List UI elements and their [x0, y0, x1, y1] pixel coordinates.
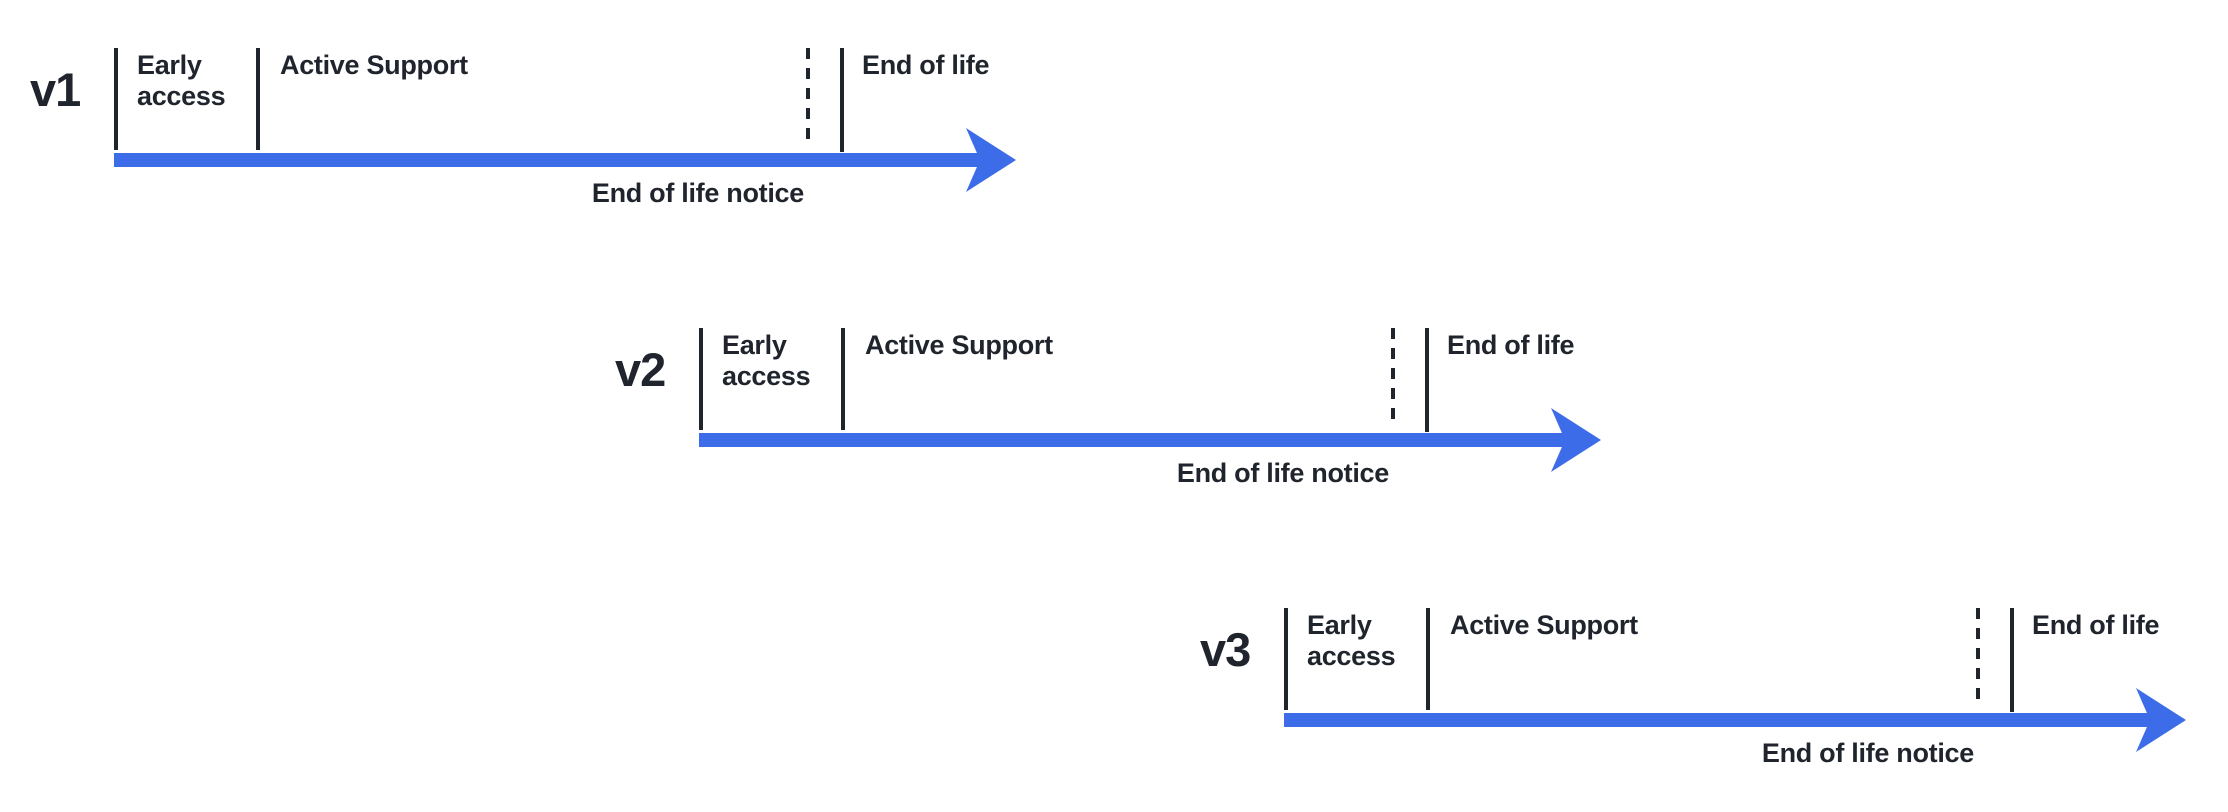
active-support-start-tick	[256, 48, 260, 150]
timeline-bar	[699, 433, 1567, 447]
end-of-life-notice-dashed-tick	[1391, 328, 1395, 428]
end-of-life-notice-dashed-tick	[1976, 608, 1980, 708]
end-of-life-notice-label: End of life notice	[591, 178, 804, 208]
end-of-life-label: End of life	[2032, 610, 2160, 640]
active-support-label: Active Support	[1450, 610, 1638, 640]
end-of-life-label: End of life	[1447, 330, 1575, 360]
arrowhead-icon	[1551, 408, 1601, 472]
early-access-start-tick	[114, 48, 118, 150]
early-access-start-tick	[1284, 608, 1288, 710]
timeline-bar	[1284, 713, 2152, 727]
version-label: v1	[30, 63, 81, 116]
version-label: v3	[1200, 623, 1251, 676]
end-of-life-tick	[1425, 328, 1429, 432]
active-support-label: Active Support	[280, 50, 468, 80]
active-support-start-tick	[1426, 608, 1430, 710]
end-of-life-notice-label: End of life notice	[1176, 458, 1389, 488]
arrowhead-icon	[2136, 688, 2186, 752]
end-of-life-label: End of life	[862, 50, 990, 80]
timeline-bar	[114, 153, 982, 167]
end-of-life-notice-dashed-tick	[806, 48, 810, 148]
timeline-v1: v1 Early access Active Support End of li…	[0, 48, 1020, 208]
active-support-label: Active Support	[865, 330, 1053, 360]
version-label: v2	[615, 343, 666, 396]
early-access-label: Early access	[1307, 610, 1396, 671]
early-access-start-tick	[699, 328, 703, 430]
end-of-life-tick	[2010, 608, 2014, 712]
end-of-life-tick	[840, 48, 844, 152]
early-access-label: Early access	[722, 330, 811, 391]
timeline-v3: v3 Early access Active Support End of li…	[1170, 608, 2190, 768]
active-support-start-tick	[841, 328, 845, 430]
arrowhead-icon	[966, 128, 1016, 192]
end-of-life-notice-label: End of life notice	[1761, 738, 1974, 768]
early-access-label: Early access	[137, 50, 226, 111]
timeline-v2: v2 Early access Active Support End of li…	[585, 328, 1605, 488]
